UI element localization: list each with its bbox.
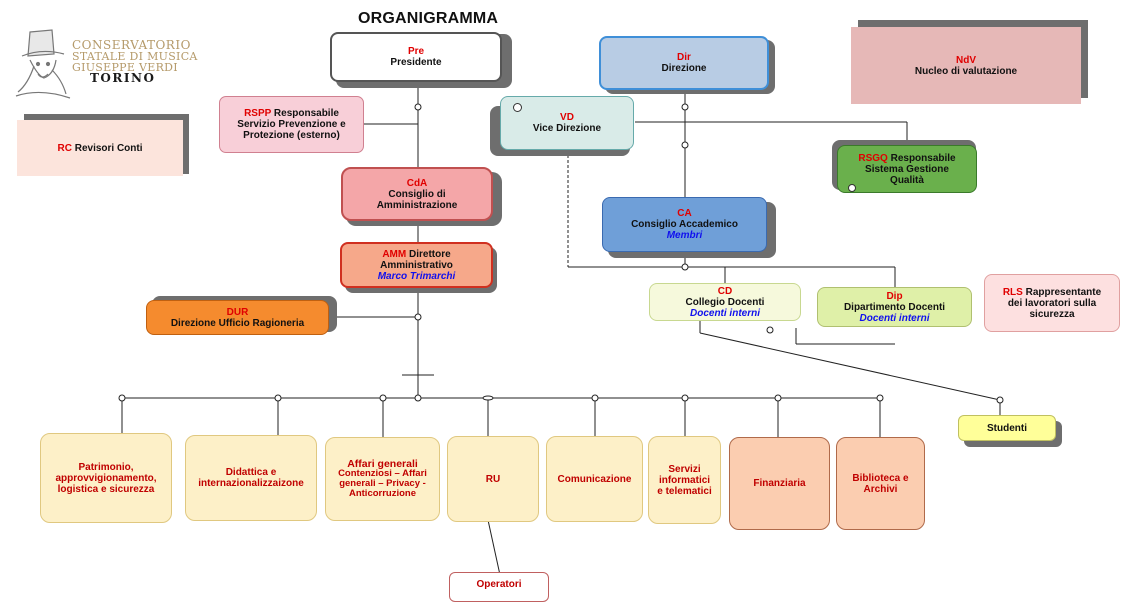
node-cda-label1: Consiglio di	[388, 188, 446, 200]
node-rsgq-label2: Sistema Gestione	[865, 163, 949, 175]
node-rspp: RSPP Responsabile Servizio Prevenzione e…	[219, 96, 364, 153]
office-line: Finanziaria	[753, 478, 806, 489]
node-pre-abbr: Pre	[407, 46, 425, 57]
node-rls-label3: sicurezza	[1029, 308, 1075, 320]
node-amm-sub: Marco Trimarchi	[377, 270, 456, 282]
node-ca-sub: Membri	[666, 230, 703, 241]
office-line: Biblioteca e	[852, 472, 909, 484]
office-line: Comunicazione	[557, 473, 632, 485]
office-line: RU	[485, 473, 501, 485]
node-rspp-label2: Servizio Prevenzione e	[237, 119, 346, 130]
office-ru: RU	[447, 436, 539, 522]
logo-line-3: GIUSEPPE VERDI	[72, 61, 178, 74]
office-line: logistica e sicurezza	[57, 483, 155, 495]
office-servizi-informatici: Servizi informatici e telematici	[648, 436, 721, 524]
logo-line-1: CONSERVATORIO	[72, 38, 191, 52]
office-line: Contenziosi – Affari	[338, 468, 427, 479]
node-cd-label: Collegio Docenti	[685, 296, 765, 308]
node-dip-abbr: Dip	[886, 290, 903, 302]
node-amm-abbr: AMM	[382, 248, 407, 260]
office-line: Didattica e	[225, 467, 277, 478]
office-line: informatici	[658, 474, 711, 486]
node-operatori-label: Operatori	[476, 579, 522, 590]
node-direttore-amministrativo: AMM Direttore Amministrativo Marco Trima…	[340, 242, 493, 288]
node-consiglio-amministrazione: CdA Consiglio di Amministrazione	[341, 167, 493, 221]
node-rls-abbr: RLS	[1002, 286, 1023, 298]
node-nucleo-valutazione: NdV Nucleo di valutazione	[851, 27, 1081, 104]
node-dir-abbr: Dir	[677, 52, 691, 63]
node-rls: RLS Rappresentante dei lavoratori sulla …	[984, 274, 1120, 332]
vd-circle-icon	[513, 103, 522, 112]
node-direzione: Dir Direzione	[599, 36, 769, 90]
node-ndv-abbr: NdV	[956, 54, 976, 66]
node-vice-direzione: VD Vice Direzione	[500, 96, 634, 150]
node-rls-label1: Rappresentante	[1025, 286, 1102, 298]
office-line: generali – Privacy -	[339, 478, 426, 489]
node-rc-label: Revisori Conti	[74, 142, 143, 154]
office-line: internazionalizzaizone	[198, 478, 304, 489]
office-biblioteca-archivi: Biblioteca e Archivi	[836, 437, 925, 530]
node-rsgq-abbr: RSGQ	[858, 152, 888, 164]
node-amm-label2: Amministrativo	[380, 259, 453, 271]
logo-line-4: TORINO	[90, 71, 156, 85]
node-cd-abbr: CD	[717, 285, 733, 297]
node-rspp-abbr: RSPP	[244, 108, 272, 119]
office-line: Archivi	[863, 483, 898, 495]
office-line: Anticorruzione	[348, 488, 417, 499]
office-line: approvvigionamento,	[55, 472, 157, 484]
conservatorio-logo: CONSERVATORIO STATALE DI MUSICA GIUSEPPE…	[8, 14, 208, 104]
node-rspp-label1: Responsabile	[273, 108, 339, 119]
node-dur-label: Direzione Ufficio Ragioneria	[170, 317, 305, 329]
node-dip-sub: Docenti interni	[859, 312, 930, 324]
node-studenti: Studenti	[958, 415, 1056, 441]
office-finanziaria: Finanziaria	[729, 437, 830, 530]
node-vd-abbr: VD	[560, 112, 574, 123]
node-ca-abbr: CA	[677, 208, 692, 219]
node-ca-label: Consiglio Accademico	[631, 219, 738, 230]
node-cda-label2: Amministrazione	[376, 199, 458, 211]
office-didattica: Didattica e internazionalizzaizone	[185, 435, 317, 521]
node-presidente: Pre Presidente	[330, 32, 502, 82]
node-rls-label2: dei lavoratori sulla	[1007, 297, 1097, 309]
node-pre-label: Presidente	[390, 57, 442, 68]
logo-line-2: STATALE DI MUSICA	[72, 50, 198, 63]
office-affari-generali: Affari generali Contenziosi – Affari gen…	[325, 437, 440, 521]
office-patrimonio: Patrimonio, approvvigionamento, logistic…	[40, 433, 172, 523]
office-line: Servizi	[668, 463, 701, 475]
node-rsgq-label3: Qualità	[890, 174, 924, 186]
node-collegio-docenti: CD Collegio Docenti Docenti interni	[649, 283, 801, 321]
node-vd-label: Vice Direzione	[532, 123, 602, 134]
node-dip-label: Dipartimento Docenti	[843, 301, 946, 313]
office-line: Patrimonio,	[78, 461, 134, 473]
node-cd-sub: Docenti interni	[689, 307, 760, 319]
node-cda-abbr: CdA	[406, 177, 428, 189]
node-consiglio-accademico: CA Consiglio Accademico Membri	[602, 197, 767, 252]
node-dur-abbr: DUR	[226, 306, 249, 318]
node-rc-abbr: RC	[57, 142, 72, 154]
office-line: e telematici	[657, 485, 712, 497]
node-revisori-conti: RC Revisori Conti	[17, 120, 183, 176]
node-direzione-ufficio-ragioneria: DUR Direzione Ufficio Ragioneria	[146, 300, 329, 335]
node-dir-label: Direzione	[661, 63, 707, 74]
office-line: Affari generali	[347, 458, 418, 470]
page-title: ORGANIGRAMMA	[358, 10, 499, 27]
node-rsgq: RSGQ Responsabile Sistema Gestione Quali…	[837, 145, 977, 193]
node-operatori: Operatori	[449, 572, 549, 602]
node-dipartimento-docenti: Dip Dipartimento Docenti Docenti interni	[817, 287, 972, 327]
node-studenti-label: Studenti	[987, 422, 1027, 434]
node-ndv-label: Nucleo di valutazione	[914, 65, 1018, 77]
node-rsgq-label1: Responsabile	[890, 152, 956, 164]
node-rspp-label3: Protezione (esterno)	[243, 130, 340, 141]
office-comunicazione: Comunicazione	[546, 436, 643, 522]
rsgq-circle-icon	[848, 184, 856, 192]
composer-portrait-icon	[15, 29, 71, 99]
node-amm-label1: Direttore	[408, 248, 451, 260]
